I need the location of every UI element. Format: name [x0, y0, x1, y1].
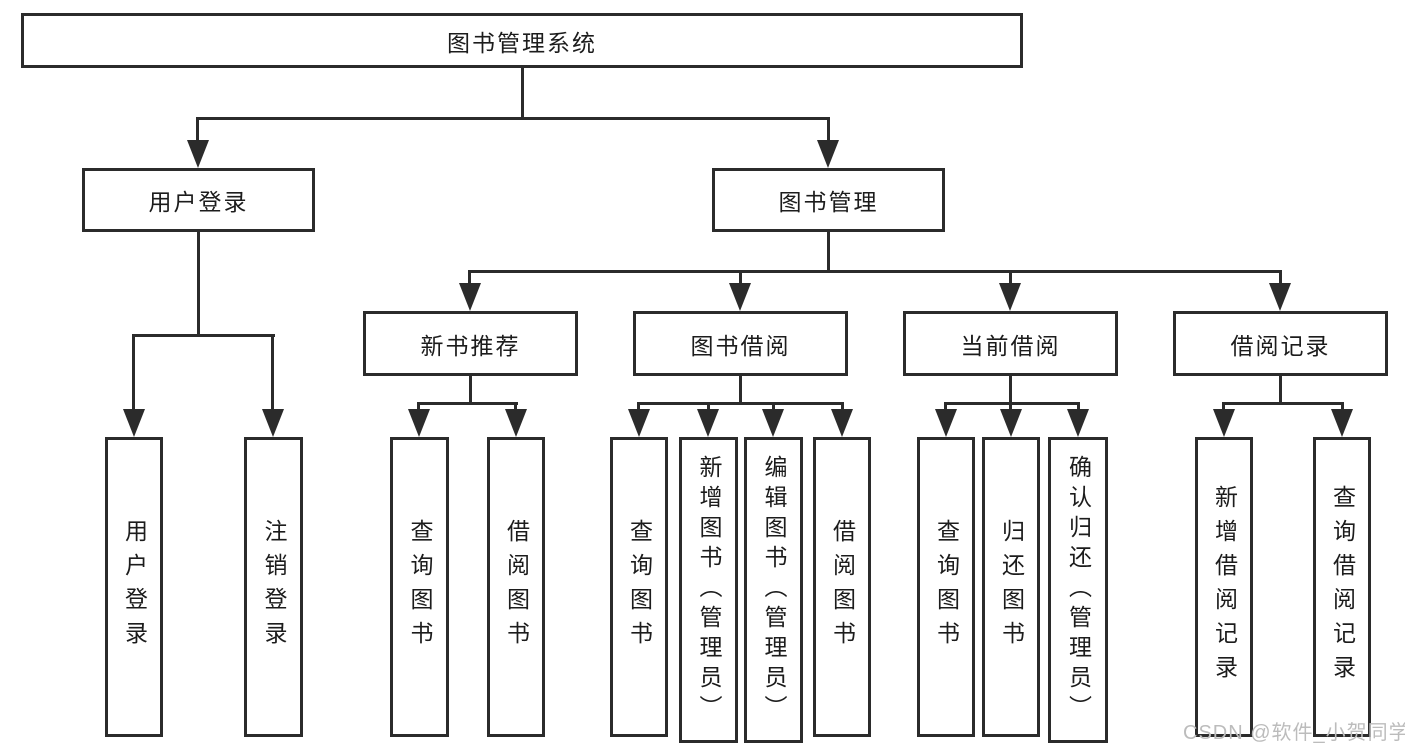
- connector-line: [1009, 376, 1012, 405]
- node-br-query-record: 查询借阅记录: [1313, 437, 1371, 737]
- node-book-management: 图书管理: [712, 168, 945, 232]
- arrowhead-down-icon: [935, 409, 957, 437]
- node-bb-edit-books-admin: 编辑图书（管理员）: [744, 437, 803, 743]
- arrowhead-down-icon: [817, 140, 839, 168]
- node-leaf-logout: 注销登录: [244, 437, 303, 737]
- connector-line: [944, 402, 1080, 405]
- node-user-login: 用户登录: [82, 168, 315, 232]
- connector-line: [827, 117, 830, 147]
- arrowhead-down-icon: [459, 283, 481, 311]
- arrowhead-down-icon: [1067, 409, 1089, 437]
- arrowhead-down-icon: [1269, 283, 1291, 311]
- connector-line: [468, 270, 471, 288]
- connector-line: [1222, 402, 1344, 405]
- connector-line: [197, 232, 200, 336]
- connector-line: [132, 334, 135, 414]
- arrowhead-down-icon: [1000, 409, 1022, 437]
- arrowhead-down-icon: [762, 409, 784, 437]
- arrowhead-down-icon: [187, 140, 209, 168]
- connector-line: [1279, 270, 1282, 288]
- node-leaf-user-login: 用户登录: [105, 437, 163, 737]
- node-nb-borrow-books: 借阅图书: [487, 437, 545, 737]
- connector-line: [1009, 270, 1012, 288]
- node-new-book-recommend: 新书推荐: [363, 311, 578, 376]
- arrowhead-down-icon: [1213, 409, 1235, 437]
- node-root: 图书管理系统: [21, 13, 1023, 68]
- node-cb-query-books: 查询图书: [917, 437, 975, 737]
- node-borrow-records: 借阅记录: [1173, 311, 1388, 376]
- connector-line: [132, 334, 275, 337]
- arrowhead-down-icon: [628, 409, 650, 437]
- node-bb-query-books: 查询图书: [610, 437, 668, 737]
- connector-line: [827, 232, 830, 273]
- connector-line: [739, 376, 742, 405]
- connector-line: [469, 376, 472, 405]
- node-nb-query-books: 查询图书: [390, 437, 449, 737]
- connector-line: [271, 334, 274, 414]
- connector-line: [196, 117, 199, 147]
- connector-line: [739, 270, 742, 288]
- arrowhead-down-icon: [697, 409, 719, 437]
- connector-line: [196, 117, 830, 120]
- arrowhead-down-icon: [505, 409, 527, 437]
- arrowhead-down-icon: [1331, 409, 1353, 437]
- arrowhead-down-icon: [408, 409, 430, 437]
- arrowhead-down-icon: [831, 409, 853, 437]
- connector-line: [468, 270, 1282, 273]
- arrowhead-down-icon: [999, 283, 1021, 311]
- connector-line: [1279, 376, 1282, 405]
- connector-line: [417, 402, 518, 405]
- node-cb-confirm-return-admin: 确认归还（管理员）: [1048, 437, 1108, 743]
- node-cb-return-books: 归还图书: [982, 437, 1040, 737]
- arrowhead-down-icon: [123, 409, 145, 437]
- node-bb-borrow-books: 借阅图书: [813, 437, 871, 737]
- connector-line: [521, 68, 524, 120]
- node-book-borrow: 图书借阅: [633, 311, 848, 376]
- node-current-borrow: 当前借阅: [903, 311, 1118, 376]
- arrowhead-down-icon: [262, 409, 284, 437]
- node-br-add-record: 新增借阅记录: [1195, 437, 1253, 737]
- arrowhead-down-icon: [729, 283, 751, 311]
- connector-line: [637, 402, 844, 405]
- csdn-watermark: CSDN @软件_小贺同学: [1183, 722, 1405, 744]
- node-bb-add-books-admin: 新增图书（管理员）: [679, 437, 738, 743]
